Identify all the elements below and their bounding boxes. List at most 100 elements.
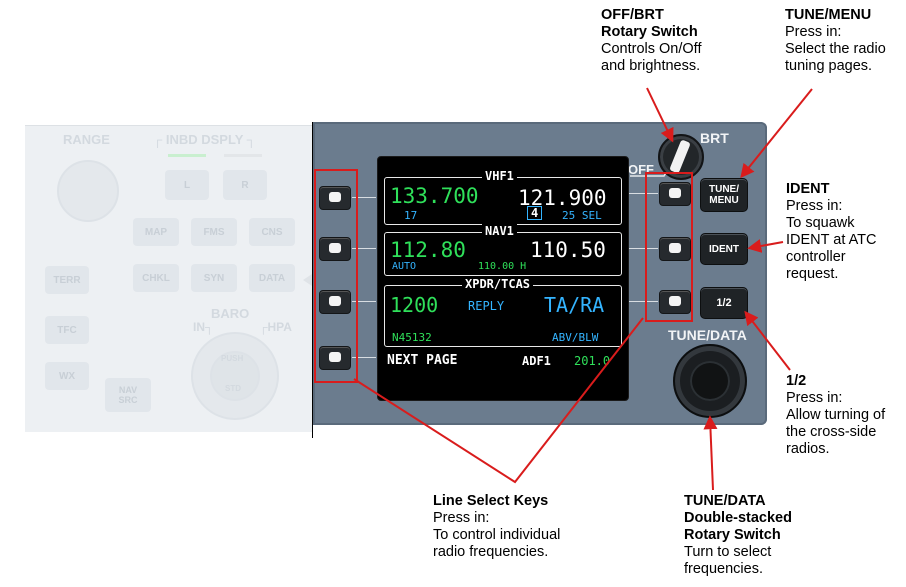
callout-tune-menu: TUNE/MENU Press in: Select the radio tun…: [785, 7, 886, 75]
nav1-sub-mid: 110.00 H: [478, 261, 527, 272]
callout-ident-title: IDENT: [786, 181, 830, 197]
callout-tune-data: TUNE/DATA Double-stacked Rotary Switch T…: [684, 493, 792, 578]
lsk-l4-tick: [352, 357, 376, 358]
ghost-key-fms[interactable]: FMS: [191, 218, 237, 246]
next-page-label[interactable]: NEXT PAGE: [387, 353, 458, 368]
line-select-key-l3[interactable]: [319, 290, 351, 314]
callout-lsk-title: Line Select Keys: [433, 493, 549, 509]
baro-knob-center[interactable]: [210, 351, 260, 401]
vhf1-sub-left: 17: [404, 209, 418, 222]
half-button[interactable]: 1/2: [700, 287, 748, 319]
line-select-key-r2[interactable]: [659, 237, 691, 261]
ghost-key-r[interactable]: R: [223, 170, 267, 200]
callout-half-line2: Allow turning of: [786, 407, 886, 423]
xpdr-sub-right: ABV/BLW: [552, 331, 599, 344]
lsk-r3-tick: [629, 301, 658, 302]
vhf1-active-freq[interactable]: 133.700: [390, 184, 479, 208]
adf1-value[interactable]: 201.0: [574, 354, 611, 368]
line-select-key-l2[interactable]: [319, 237, 351, 261]
callout-off-brt-title1: OFF/BRT: [601, 7, 664, 23]
inbd-dsply-bracket: ┌ INBD DSPLY ┐: [153, 132, 256, 147]
callout-off-brt-line1: Controls On/Off: [601, 41, 702, 57]
inbd-l-indicator: [168, 154, 206, 157]
range-knob[interactable]: [57, 160, 119, 222]
baro-in-text: IN: [193, 320, 205, 334]
tune-data-inner-knob[interactable]: [690, 361, 730, 401]
tune-data-rotary-switch[interactable]: [673, 344, 747, 418]
callout-tune-data-line2: frequencies.: [684, 561, 763, 577]
line-select-key-r3[interactable]: [659, 290, 691, 314]
xpdr-mode[interactable]: TA/RA: [544, 293, 605, 317]
nav1-active-freq[interactable]: 112.80: [390, 238, 466, 262]
std-label: STD: [225, 384, 241, 393]
xpdr-code[interactable]: 1200: [390, 293, 439, 317]
tune-data-label: TUNE/DATA: [668, 327, 747, 343]
vhf1-sub-right: 25 SEL: [562, 209, 602, 222]
baro-label: BARO: [211, 306, 250, 321]
callout-tune-menu-line2: Select the radio: [785, 41, 886, 57]
ghost-key-nav-src[interactable]: NAV SRC: [105, 378, 151, 412]
callout-lsk-line2: To control individual: [433, 527, 561, 543]
callout-tune-data-line1: Turn to select: [684, 544, 772, 560]
off-brt-arrow: [646, 87, 674, 143]
tune-menu-arrow: [740, 88, 813, 179]
tune-menu-button[interactable]: TUNE/ MENU: [700, 178, 748, 212]
callout-off-brt-title2: Rotary Switch: [601, 24, 698, 40]
baro-hpa-text: HPA: [267, 320, 292, 334]
baro-hpa-label: ┌HPA: [259, 320, 292, 334]
line-select-key-l1[interactable]: [319, 186, 351, 210]
baro-knob[interactable]: PUSH STD: [191, 332, 279, 420]
line-select-key-r1[interactable]: [659, 182, 691, 206]
ghost-key-l[interactable]: L: [165, 170, 209, 200]
tune-data-arrow: [703, 415, 718, 491]
lsk-right-highlight: [645, 172, 693, 322]
callout-tune-menu-line1: Press in:: [785, 24, 842, 40]
callout-off-brt: OFF/BRT Rotary Switch Controls On/Off an…: [601, 7, 701, 75]
ghost-key-data[interactable]: DATA: [249, 264, 295, 292]
radio-display-screen: VHF1 133.700 121.900 17 4 25 SEL NAV1 11…: [377, 156, 629, 401]
callout-half-line3: the cross-side: [786, 424, 877, 440]
lsk-r1-tick: [629, 193, 658, 194]
ghost-key-syn[interactable]: SYN: [191, 264, 237, 292]
inbd-r-indicator: [224, 154, 262, 157]
lsk-l1-tick: [352, 197, 376, 198]
callout-lsk-line3: radio frequencies.: [433, 544, 549, 560]
xpdr-sub-left: N45132: [392, 331, 432, 344]
ghost-key-terr[interactable]: TERR: [45, 266, 89, 294]
nav1-title: NAV1: [482, 224, 517, 238]
ident-arrow: [747, 239, 784, 253]
lsk-r2-tick: [629, 248, 658, 249]
callout-ident-line4: controller: [786, 249, 846, 265]
xpdr-title: XPDR/TCAS: [462, 277, 534, 291]
callout-ident-line3: IDENT at ATC: [786, 232, 877, 248]
callout-ident-line1: Press in:: [786, 198, 843, 214]
brt-label: BRT: [700, 130, 729, 146]
callout-tune-menu-line3: tuning pages.: [785, 58, 873, 74]
callout-ident-line5: request.: [786, 266, 839, 282]
lsk-left-highlight: [314, 169, 358, 383]
line-select-key-l4[interactable]: [319, 346, 351, 370]
inbd-dsply-label: INBD DSPLY: [165, 132, 244, 147]
callout-half-line1: Press in:: [786, 390, 843, 406]
lsk-l3-tick: [352, 301, 376, 302]
panel-divider: [312, 122, 313, 438]
ghost-key-chkl[interactable]: CHKL: [133, 264, 179, 292]
ghost-key-map[interactable]: MAP: [133, 218, 179, 246]
xpdr-reply: REPLY: [468, 299, 505, 313]
push-label: PUSH: [221, 354, 244, 363]
callout-half-line4: radios.: [786, 441, 830, 457]
adf1-label: ADF1: [522, 354, 551, 368]
inboard-display-panel: RANGE ┌ INBD DSPLY ┐ L R MAP FMS CNS TER…: [25, 125, 313, 432]
callout-ident: IDENT Press in: To squawk IDENT at ATC c…: [786, 181, 877, 283]
range-label: RANGE: [63, 132, 110, 147]
ghost-key-wx[interactable]: WX: [45, 362, 89, 390]
ghost-key-tfc[interactable]: TFC: [45, 316, 89, 344]
ghost-key-cns[interactable]: CNS: [249, 218, 295, 246]
panel-side-arrow-icon: [303, 274, 312, 286]
nav1-standby-freq[interactable]: 110.50: [530, 238, 606, 262]
callout-tune-menu-title: TUNE/MENU: [785, 7, 872, 23]
nav1-sub-left: AUTO: [392, 261, 417, 272]
vhf1-title: VHF1: [482, 169, 517, 183]
lsk-l2-tick: [352, 248, 376, 249]
